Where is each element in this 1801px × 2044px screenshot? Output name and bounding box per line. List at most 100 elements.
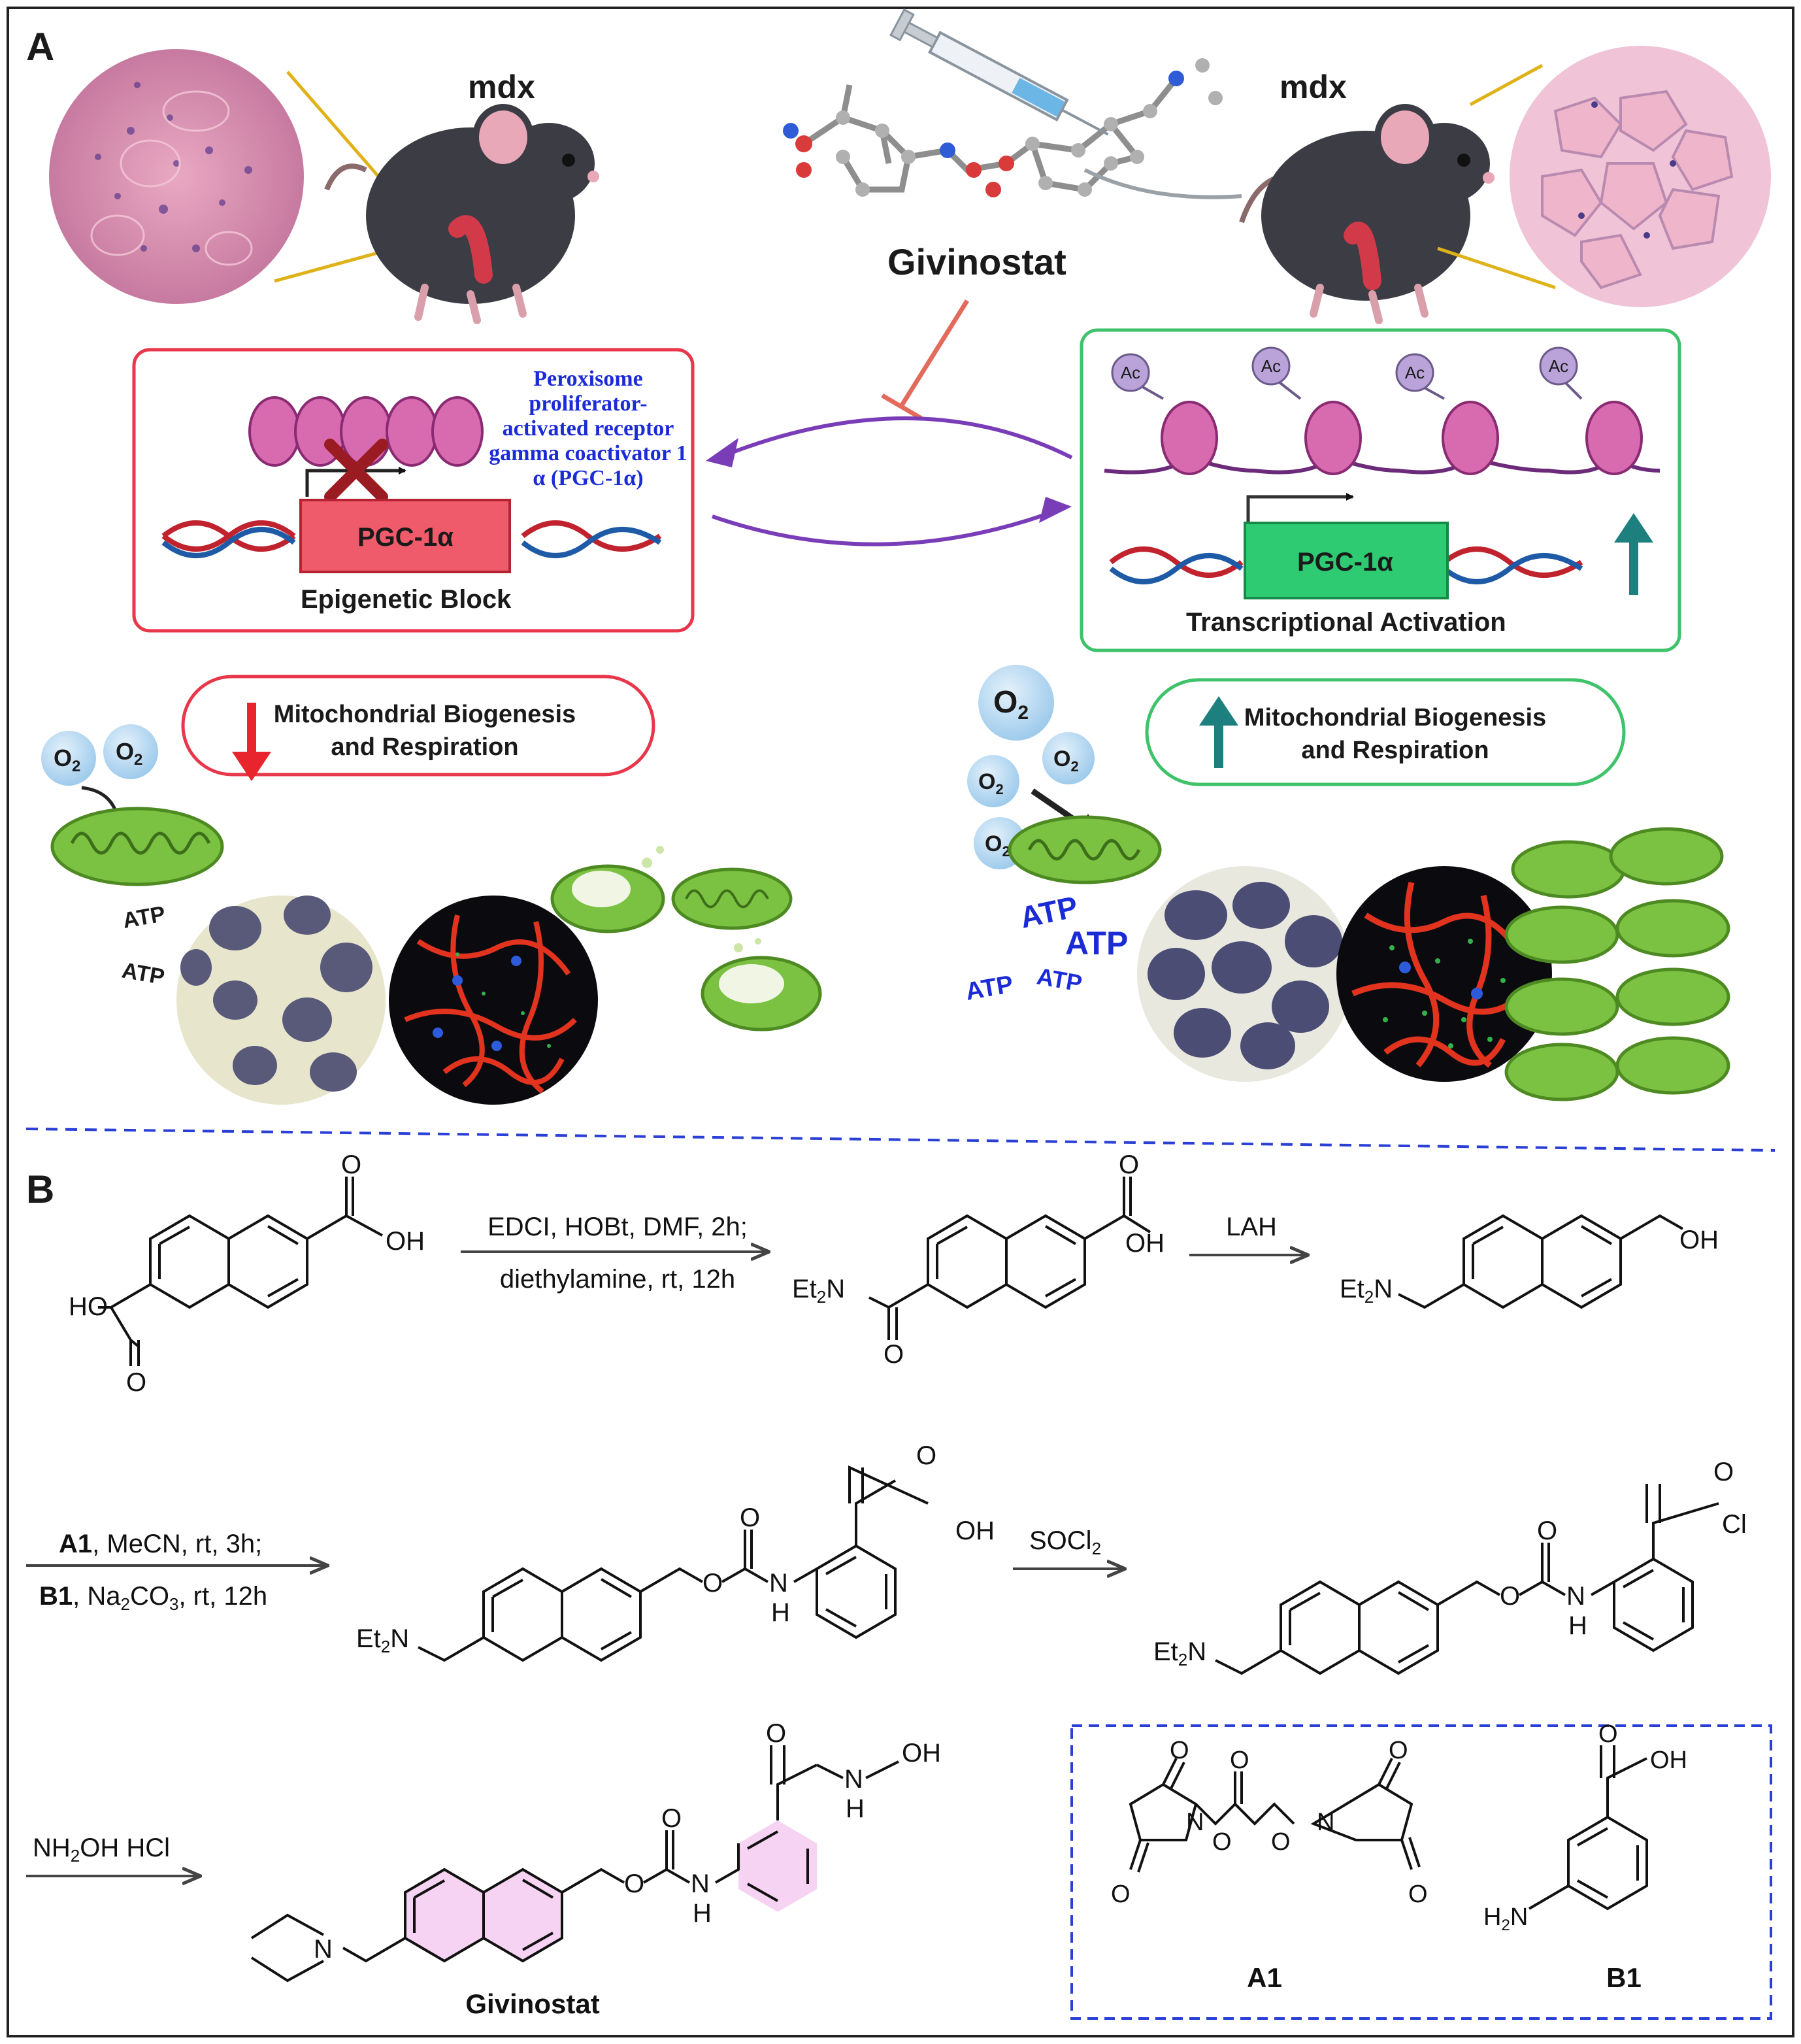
atom-o: O (1713, 1458, 1734, 1486)
transcriptional-activation-box: Ac Ac Ac Ac (1080, 328, 1681, 652)
atom-oh: OH (1125, 1229, 1165, 1258)
mouse-left (324, 104, 599, 324)
mitochondrion-right (1008, 815, 1162, 884)
atom-o: O (1598, 1720, 1618, 1748)
ac-label: Ac (1261, 356, 1281, 376)
mito-right-line2: and Respiration (1301, 737, 1489, 764)
mito-pill-right (1145, 678, 1626, 786)
atom-h: H (693, 1899, 712, 1928)
atom-n: N (1317, 1809, 1334, 1836)
atom-h: H (846, 1794, 865, 1823)
atom-n: N (691, 1869, 710, 1898)
atom-n: N (844, 1765, 863, 1794)
atom-o: O (1537, 1516, 1557, 1545)
panel-a: A mdx (26, 8, 1771, 1105)
atp-label: ATP (963, 971, 1015, 1006)
panel-b: B O OH HO O EDCI, HOBt, DMF, 2h; diethyl… (26, 1150, 1772, 2020)
atom-n: N (314, 1935, 333, 1964)
atp-label: ATP (120, 958, 167, 990)
step1-conditions-bottom: diethylamine, rt, 12h (500, 1265, 735, 1294)
o2-bubbles-right: O2 O2 O2 O2 (967, 665, 1104, 869)
figure-border (7, 7, 1794, 2037)
atom-o: O (884, 1340, 904, 1369)
stain-circle-right (1137, 866, 1353, 1082)
atom-ho: HO (69, 1292, 108, 1321)
panel-a-label: A (26, 25, 54, 69)
atom-h: H (1568, 1611, 1587, 1640)
mouse-left-label: mdx (468, 69, 535, 105)
atom-o: O (1212, 1828, 1232, 1856)
atom-o: O (126, 1368, 146, 1397)
et2n-group: Et2N (1340, 1275, 1393, 1307)
atom-o: O (661, 1804, 682, 1833)
atom-oh: OH (1679, 1226, 1719, 1254)
healthy-mitochondria (1504, 827, 1730, 1101)
step3-conditions-bottom: B1, Na2CO3, rt, 12h (39, 1582, 267, 1614)
svg-text:activated receptor: activated receptor (503, 416, 674, 441)
gene-left-label: PGC-1α (357, 523, 454, 552)
peroxisome-text: Peroxisome proliferator- activated recep… (489, 367, 687, 490)
atom-o: O (1111, 1881, 1131, 1908)
atom-oh: OH (1650, 1747, 1687, 1774)
mouse-right-label: mdx (1280, 69, 1347, 105)
atom-n: N (1566, 1582, 1585, 1611)
atom-o: O (702, 1569, 723, 1598)
step2-conditions: LAH (1226, 1213, 1277, 1241)
reagent-a1-structure (1129, 1758, 1421, 1873)
atp-label: ATP (1065, 925, 1128, 962)
atp-group-right: ATP ATP ATP ATP (963, 889, 1128, 1005)
drug-label: Givinostat (887, 241, 1066, 282)
atom-o: O (1389, 1737, 1408, 1764)
panel-separator (25, 1128, 1776, 1152)
h2n-group: H2N (1483, 1903, 1528, 1934)
gene-right-label: PGC-1α (1297, 548, 1393, 577)
atom-o: O (624, 1869, 644, 1898)
molecule-4 (418, 1465, 929, 1662)
ac-label: Ac (1121, 363, 1140, 382)
atom-cl: Cl (1722, 1510, 1747, 1539)
block-caption: Epigenetic Block (301, 585, 512, 614)
stain-circle-left (176, 896, 386, 1105)
atom-n: N (1186, 1809, 1204, 1836)
mito-right-line1: Mitochondrial Biogenesis (1244, 704, 1546, 731)
et2n-group: Et2N (1153, 1637, 1206, 1669)
svg-text:O2: O2 (985, 831, 1010, 860)
ac-label: Ac (1405, 363, 1425, 382)
mouse-right (1239, 104, 1495, 324)
step5-conditions: NH2OH HCl (33, 1834, 170, 1866)
atom-o: O (1170, 1737, 1189, 1764)
reagent-b-label: B1 (1606, 1962, 1642, 1993)
mitochondrion-left (50, 807, 224, 886)
atom-o: O (1408, 1881, 1428, 1908)
givinostat-structure (250, 1745, 844, 1983)
cycle-arrows (706, 416, 1073, 546)
mito-left-line1: Mitochondrial Biogenesis (274, 701, 576, 728)
reagents-box (1070, 1724, 1772, 2020)
mito-left-line2: and Respiration (331, 733, 518, 761)
et2n-group: Et2N (792, 1275, 845, 1307)
atom-o: O (1500, 1582, 1520, 1611)
svg-text:O2: O2 (1053, 746, 1079, 775)
atom-oh: OH (386, 1227, 425, 1256)
et2n-group: Et2N (356, 1624, 409, 1656)
inhibition-mark (881, 299, 969, 421)
molecule-model (783, 8, 1242, 199)
atom-o: O (1271, 1828, 1291, 1856)
epigenetic-block-box (132, 348, 695, 633)
svg-text:O2: O2 (54, 745, 80, 775)
atom-o: O (740, 1503, 760, 1532)
atom-oh: OH (955, 1516, 995, 1545)
step1-conditions-top: EDCI, HOBt, DMF, 2h; (487, 1213, 748, 1241)
molecule-1 (98, 1177, 383, 1366)
atp-label: ATP (1035, 963, 1084, 997)
step4-conditions: SOCl2 (1029, 1526, 1101, 1558)
mito-pill-left (181, 675, 655, 781)
atp-label: ATP (121, 901, 167, 933)
histology-left (49, 49, 420, 304)
step3-conditions-top: A1, MeCN, rt, 3h; (59, 1530, 262, 1558)
damaged-mitochondria (550, 846, 822, 1031)
svg-text:O2: O2 (116, 738, 142, 769)
product-label: Givinostat (465, 1988, 599, 2019)
molecule-2 (868, 1177, 1151, 1340)
